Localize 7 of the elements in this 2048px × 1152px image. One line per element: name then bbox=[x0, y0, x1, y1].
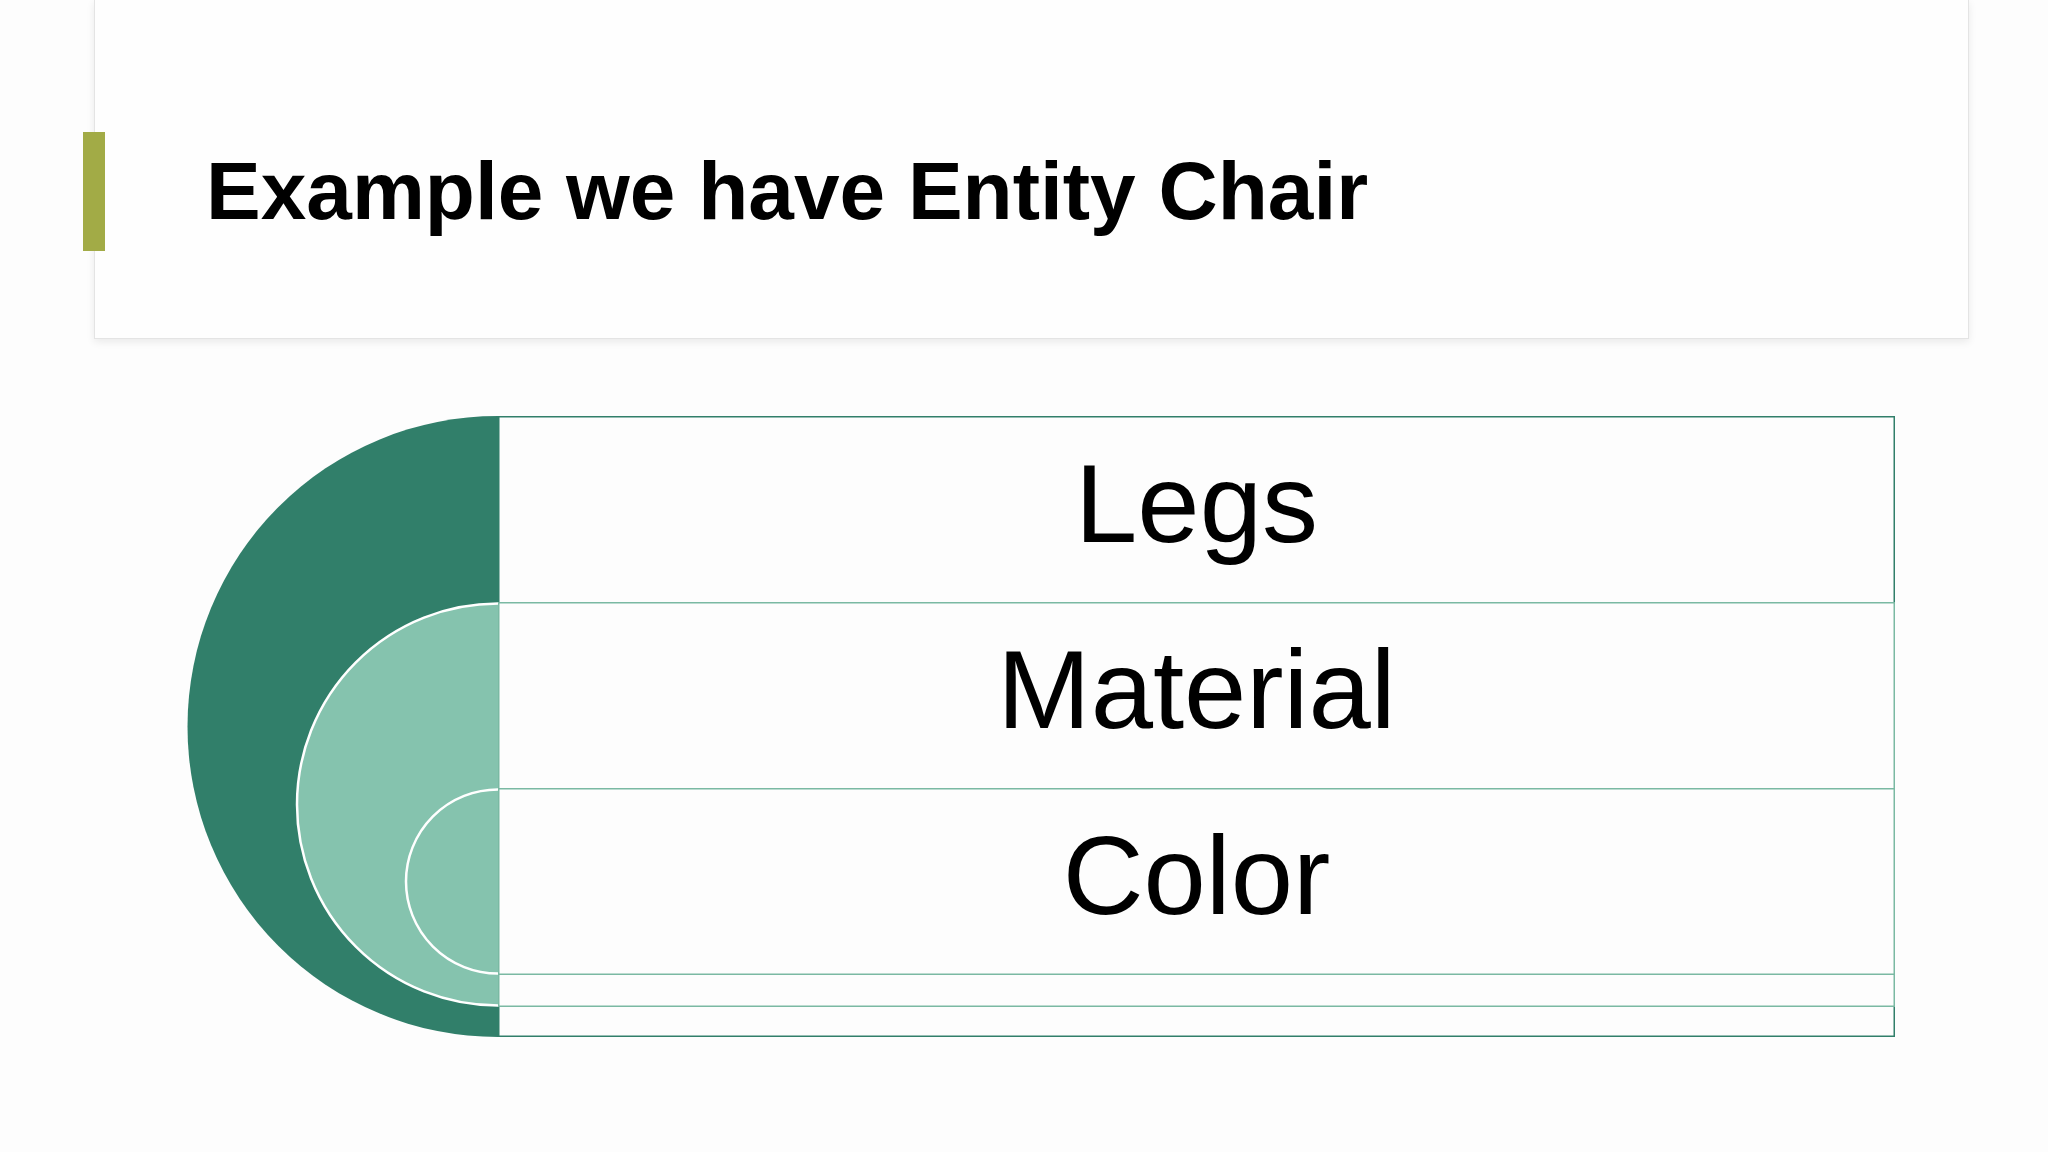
section-label: Color bbox=[1062, 812, 1331, 941]
slide-title: Example we have Entity Chair bbox=[206, 144, 1369, 238]
section-label: Material bbox=[997, 625, 1396, 754]
nested-target-section bbox=[295, 602, 1895, 1007]
section-label: Legs bbox=[1075, 439, 1318, 568]
nested-target-section bbox=[188, 416, 1895, 1037]
nested-target-section bbox=[404, 788, 1895, 975]
